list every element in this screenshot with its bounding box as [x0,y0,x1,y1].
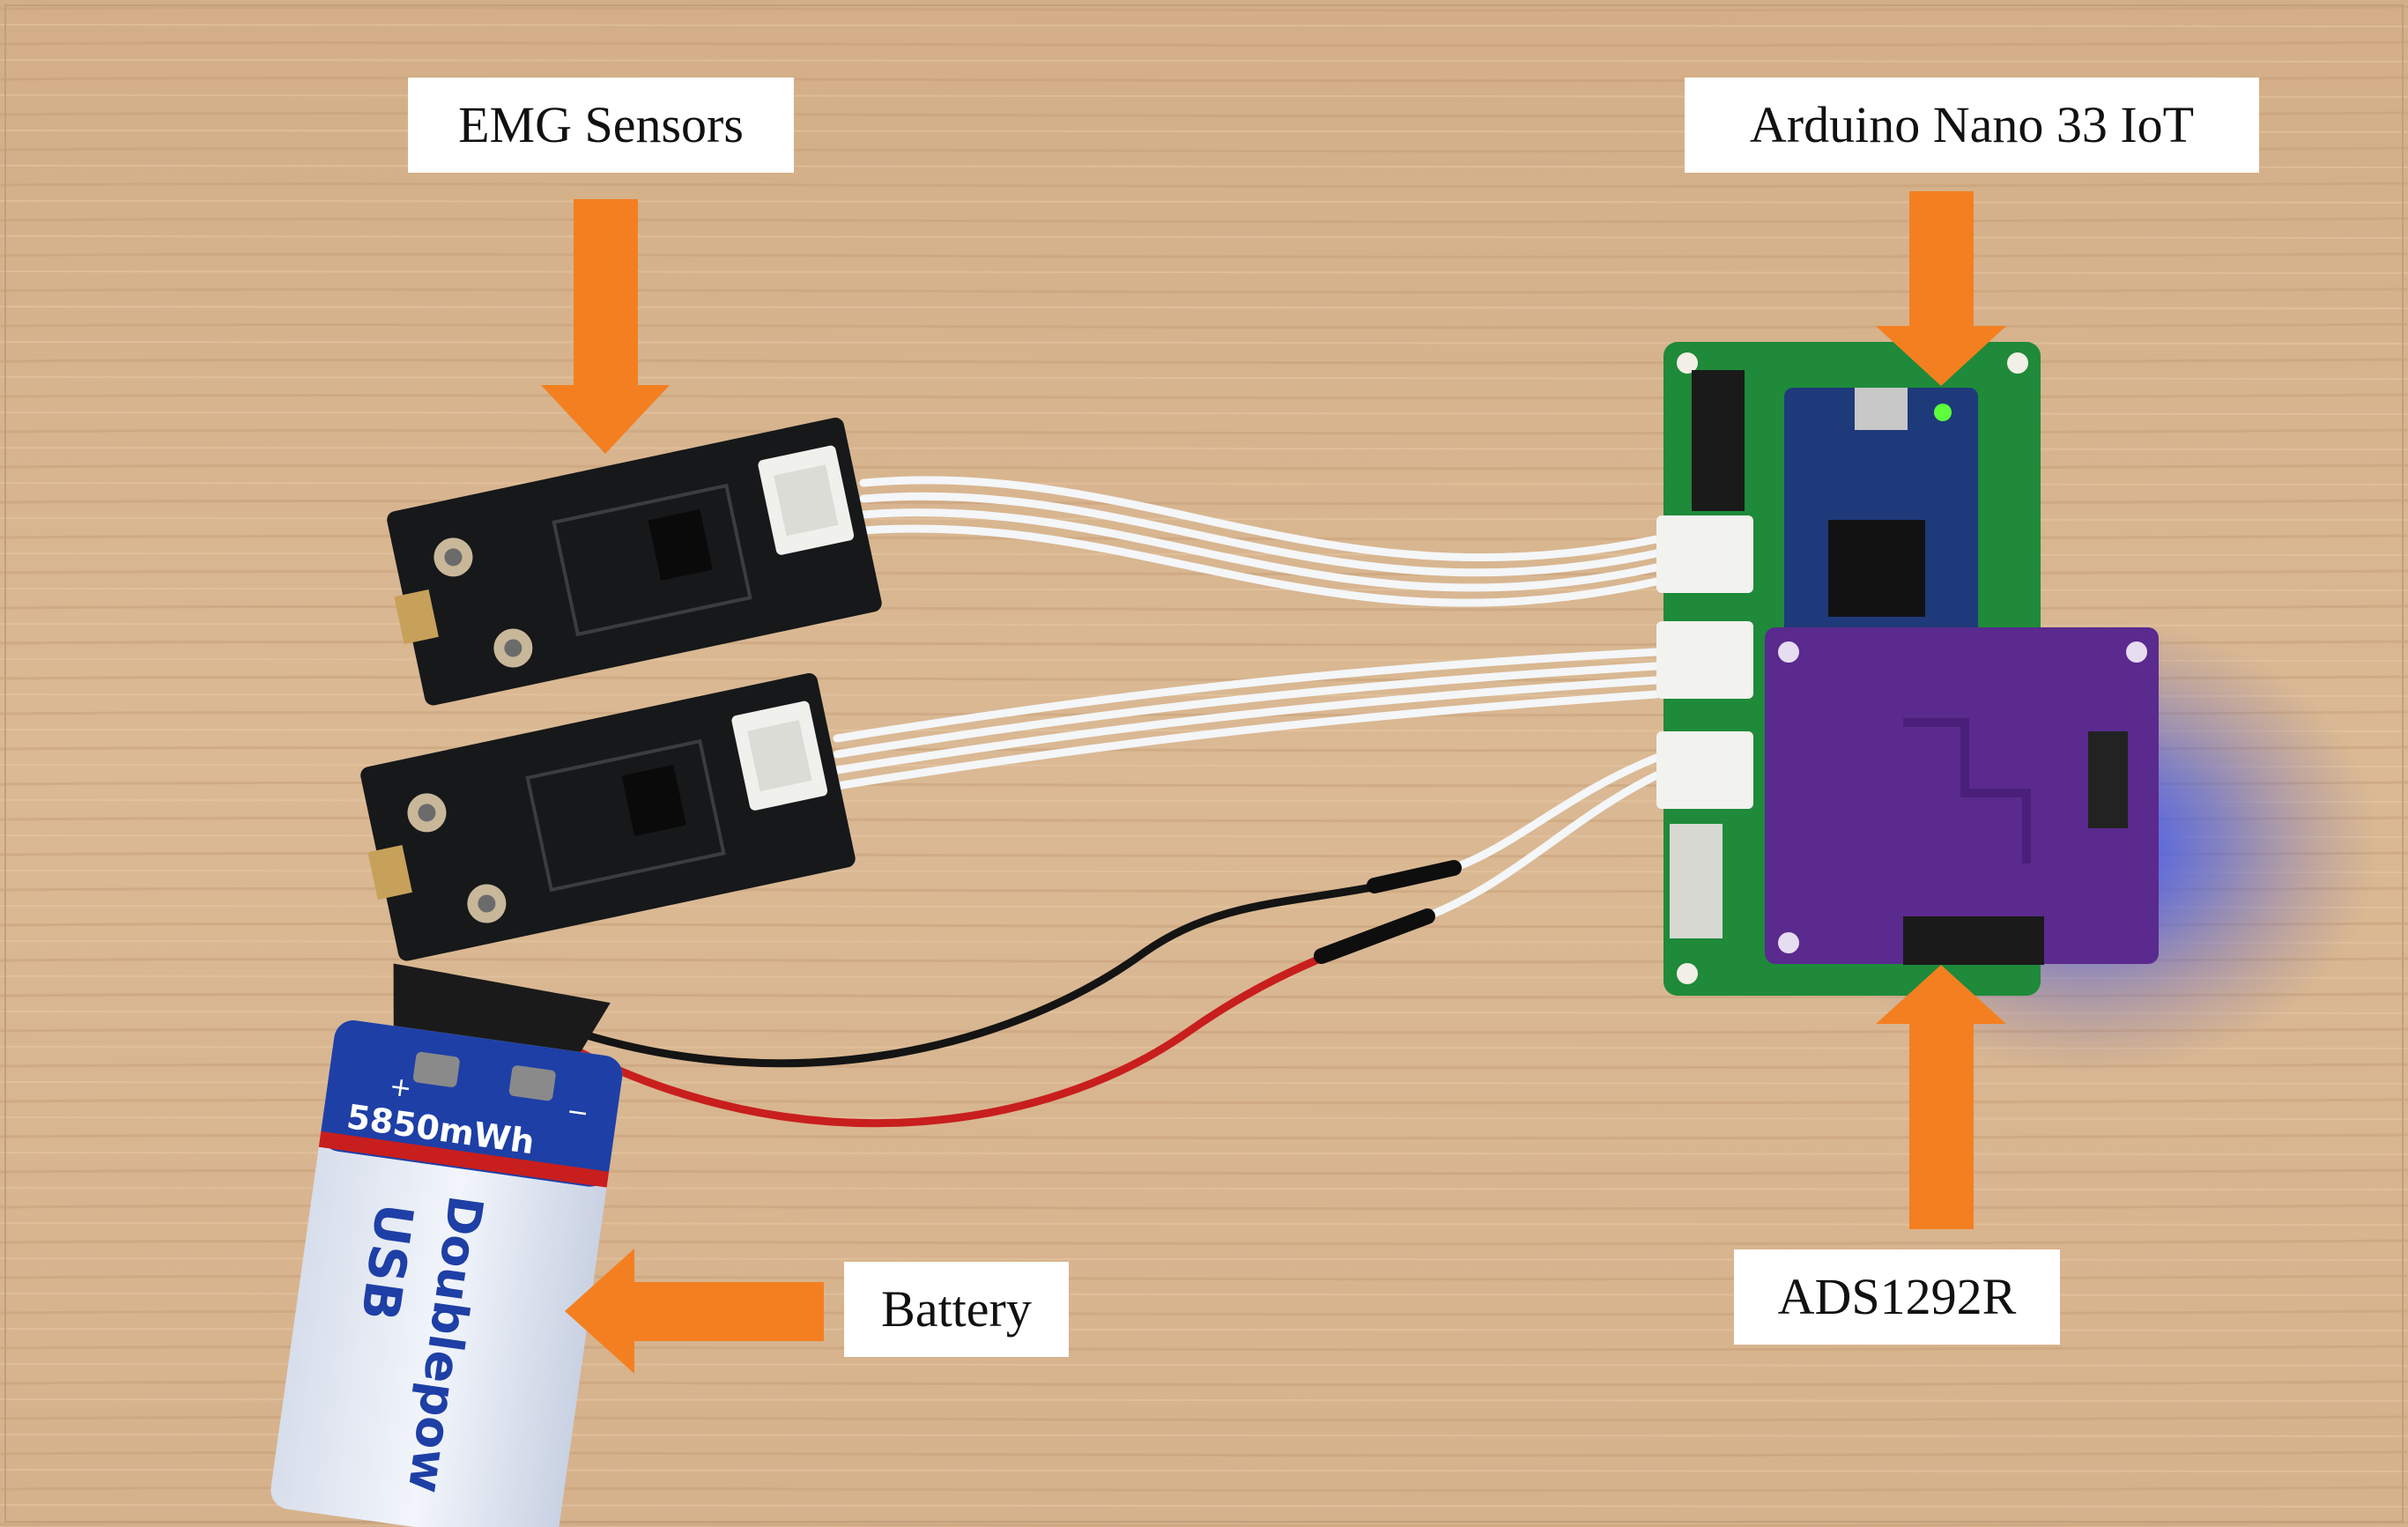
ads1292r-board [1765,627,2159,965]
battery: + − 5850mWh USB Doublepow [270,963,623,1527]
battery-leads [568,753,1661,1128]
label-ads1292r: ADS1292R [1734,1249,2060,1345]
arrow-ads [1876,965,2006,1229]
emg-sensor-2 [360,672,856,961]
battery-minus-text: − [565,1096,591,1130]
arrow-emg [541,199,670,454]
battery-plus-text: + [388,1071,414,1104]
ribbon-cable-1 [859,476,1661,607]
label-emg-sensors: EMG Sensors [408,78,794,173]
ribbon-cable-2 [833,648,1661,790]
arrow-arduino [1876,191,2006,386]
arduino-nano-board [1784,388,1978,643]
arrow-battery [565,1249,824,1374]
label-battery: Battery [844,1262,1069,1357]
emg-sensor-1 [387,417,882,706]
label-arduino-nano: Arduino Nano 33 IoT [1685,78,2259,173]
